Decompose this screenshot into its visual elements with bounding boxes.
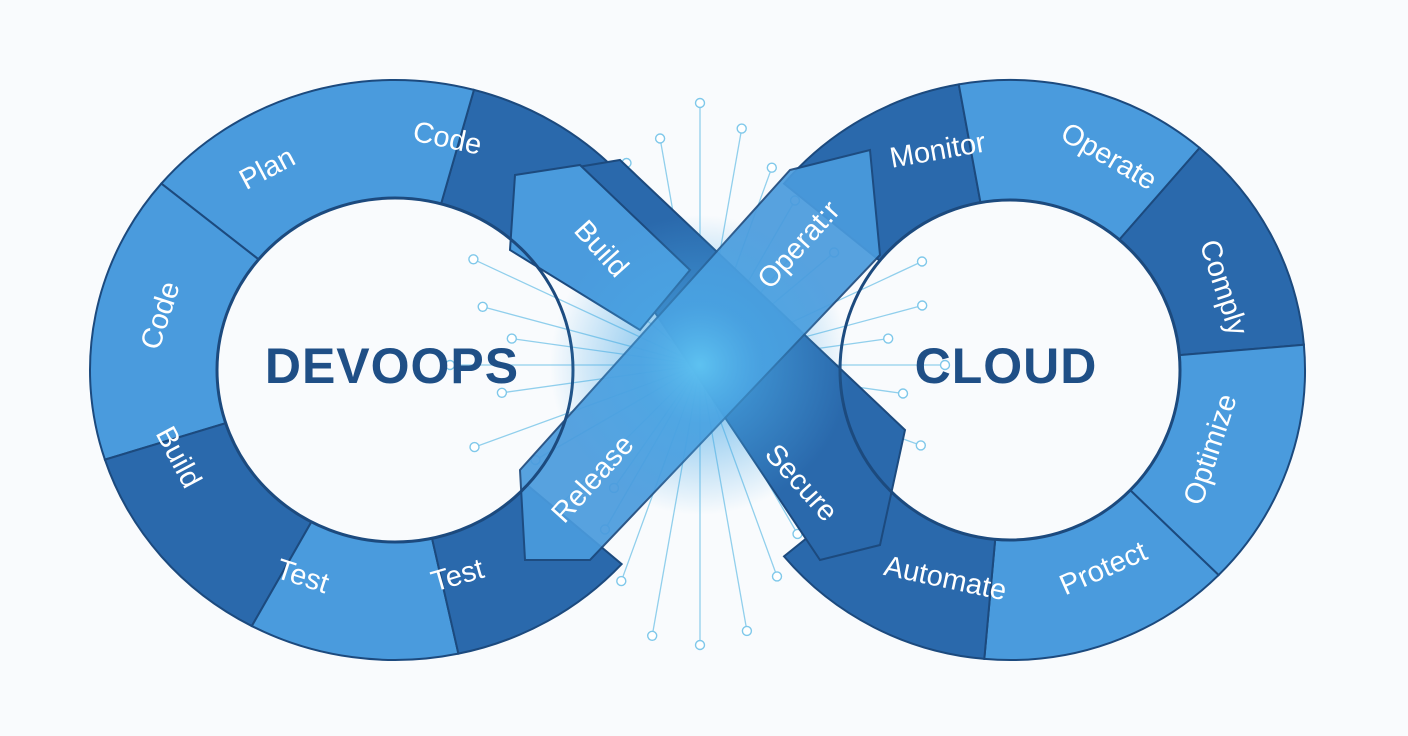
ray-node: [647, 630, 658, 641]
ray-node: [939, 359, 951, 371]
ray-node: [916, 256, 928, 267]
ray-node: [468, 254, 479, 265]
ray-node: [915, 440, 926, 451]
ray-node: [477, 301, 488, 312]
left-loop-title: DEVOOPS: [265, 338, 519, 394]
ray-node: [694, 639, 706, 651]
ray-node: [506, 333, 517, 344]
ray-node: [694, 97, 706, 109]
ray-node: [883, 333, 894, 344]
ray-node: [917, 300, 928, 311]
ray-node: [654, 133, 666, 144]
ray-node: [736, 123, 747, 134]
center-glow: [550, 215, 850, 515]
ray-node: [771, 571, 783, 582]
ray-node: [766, 162, 777, 173]
right-loop-title: CLOUD: [915, 338, 1098, 394]
ray-node: [616, 575, 627, 587]
ray-node: [741, 625, 753, 637]
ray-node: [897, 388, 909, 399]
ray-node: [469, 441, 480, 453]
ray-node: [496, 387, 508, 398]
ray-node: [444, 359, 456, 371]
